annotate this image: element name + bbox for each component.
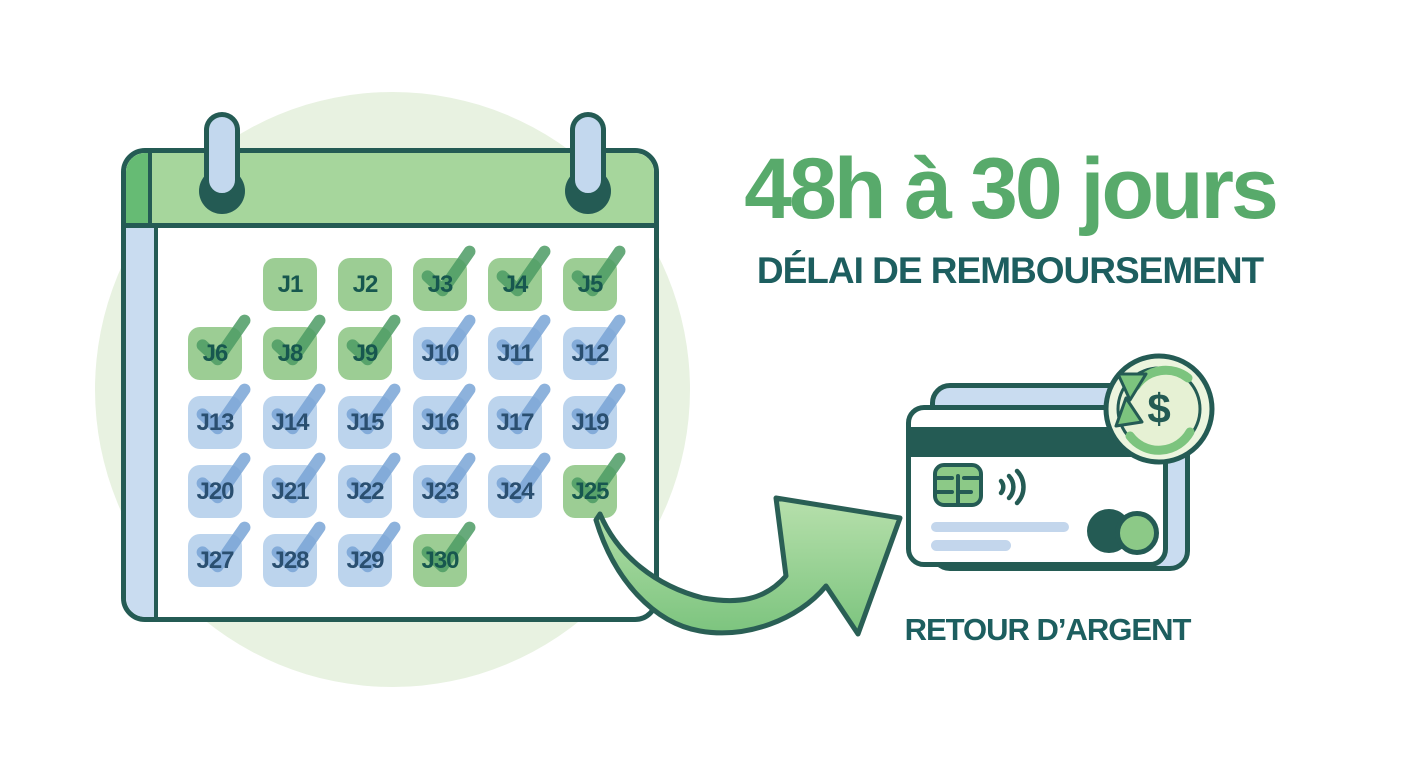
card-holder-line <box>931 540 1011 551</box>
check-icon <box>271 383 326 435</box>
check-icon <box>196 452 251 504</box>
calendar-day-label: J8 <box>277 339 304 367</box>
calendar-day-label: J28 <box>271 546 309 574</box>
check-icon <box>421 245 476 297</box>
check-icon <box>571 383 626 435</box>
calendar-day-label: J4 <box>502 270 529 298</box>
calendar-day-label: J24 <box>496 477 534 505</box>
check-icon <box>421 452 476 504</box>
calendar-day-J20: J20 <box>188 452 251 518</box>
card-caption: RETOUR D’ARGENT <box>904 612 1192 647</box>
calendar-header-band <box>126 153 152 223</box>
card-chip-icon <box>933 463 983 507</box>
calendar-day-J29: J29 <box>338 521 401 587</box>
calendar-day-J10: J10 <box>413 314 476 380</box>
check-icon <box>496 245 551 297</box>
headline-title: 48h à 30 jours <box>744 141 1279 237</box>
swoosh-arrow-icon <box>593 495 903 637</box>
calendar-day-label: J23 <box>421 477 459 505</box>
calendar-day-J3: J3 <box>413 245 476 311</box>
calendar-day-J8: J8 <box>263 314 326 380</box>
headline-subtitle: DÉLAI DE REMBOURSEMENT <box>756 250 1264 291</box>
calendar-day-J25: J25 <box>563 452 626 518</box>
calendar-day-label: J20 <box>196 477 234 505</box>
calendar-day-J23: J23 <box>413 452 476 518</box>
calendar-day-J16: J16 <box>413 383 476 449</box>
calendar-day-J4: J4 <box>488 245 551 311</box>
calendar-day-J13: J13 <box>188 383 251 449</box>
check-icon <box>496 452 551 504</box>
check-icon <box>196 521 251 573</box>
calendar-day-label: J22 <box>346 477 384 505</box>
calendar-ring-right <box>570 112 606 198</box>
calendar-day-J27: J27 <box>188 521 251 587</box>
calendar-day-J17: J17 <box>488 383 551 449</box>
calendar-day-J9: J9 <box>338 314 401 380</box>
refund-cycle-badge-icon: $ <box>1103 353 1215 465</box>
check-icon <box>346 314 401 366</box>
calendar-day-J11: J11 <box>488 314 551 380</box>
calendar-day-J2: J2 <box>338 258 392 311</box>
calendar-day-J5: J5 <box>563 245 626 311</box>
calendar-day-label: J10 <box>421 339 459 367</box>
card-logo-green-circle <box>1115 511 1159 555</box>
check-icon <box>271 452 326 504</box>
check-icon <box>346 452 401 504</box>
calendar-day-label: J25 <box>571 477 609 505</box>
calendar-ring-left <box>204 112 240 198</box>
calendar-spine <box>126 228 158 617</box>
check-icon <box>496 314 551 366</box>
calendar-day-label: J12 <box>571 339 609 367</box>
calendar-day-J14: J14 <box>263 383 326 449</box>
calendar-day-J1: J1 <box>263 258 317 311</box>
calendar-day-label: J11 <box>497 339 534 367</box>
calendar-day-J30: J30 <box>413 521 476 587</box>
contactless-icon <box>998 468 1026 506</box>
check-icon <box>421 314 476 366</box>
calendar-day-label: J1 <box>277 270 304 298</box>
check-icon <box>421 521 476 573</box>
calendar-day-J15: J15 <box>338 383 401 449</box>
calendar-day-J12: J12 <box>563 314 626 380</box>
calendar-day-label: J17 <box>496 408 534 436</box>
calendar-day-label: J3 <box>427 270 454 298</box>
check-icon <box>571 245 626 297</box>
check-icon <box>271 314 326 366</box>
check-icon <box>346 521 401 573</box>
calendar-day-label: J5 <box>577 270 604 298</box>
calendar-day-J21: J21 <box>263 452 326 518</box>
calendar-day-label: J14 <box>271 408 309 436</box>
calendar-day-J24: J24 <box>488 452 551 518</box>
calendar-day-label: J2 <box>352 270 379 298</box>
calendar-day-label: J6 <box>202 339 229 367</box>
calendar-day-label: J27 <box>196 546 234 574</box>
check-icon <box>271 521 326 573</box>
calendar-day-J28: J28 <box>263 521 326 587</box>
check-icon <box>421 383 476 435</box>
check-icon <box>571 452 626 504</box>
calendar-day-label: J30 <box>421 546 459 574</box>
dollar-sign: $ <box>1147 385 1170 432</box>
card-number-line <box>931 522 1069 532</box>
calendar-day-label: J9 <box>352 339 379 367</box>
calendar-day-label: J19 <box>571 408 609 436</box>
check-icon <box>346 383 401 435</box>
check-icon <box>196 314 251 366</box>
calendar-day-J6: J6 <box>188 314 251 380</box>
calendar-day-label: J16 <box>421 408 459 436</box>
calendar-day-J22: J22 <box>338 452 401 518</box>
calendar-day-label: J13 <box>196 408 234 436</box>
calendar-day-label: J21 <box>271 477 309 505</box>
calendar-day-label: J29 <box>346 546 384 574</box>
check-icon <box>571 314 626 366</box>
check-icon <box>196 383 251 435</box>
calendar-day-label: J15 <box>346 408 384 436</box>
calendar-day-J19: J19 <box>563 383 626 449</box>
check-icon <box>496 383 551 435</box>
